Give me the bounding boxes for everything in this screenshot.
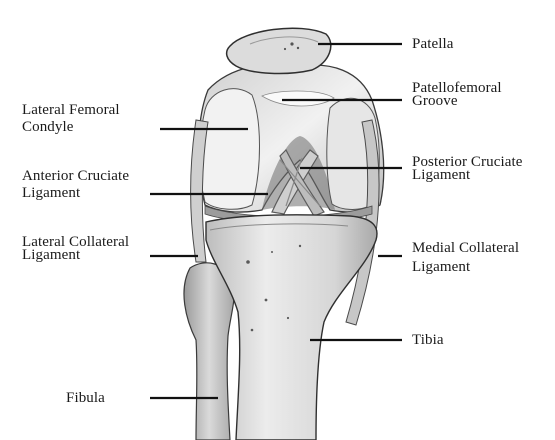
fibula — [184, 263, 234, 440]
label-tibia: Tibia — [412, 334, 444, 347]
label-posterior-cruciate-ligament: Posterior Cruciate Ligament — [412, 156, 523, 182]
label-patellofemoral-groove: Patellofemoral Groove — [412, 82, 502, 108]
lateral-femoral-condyle — [200, 89, 260, 210]
tibia — [206, 215, 377, 440]
label-lateral-collateral-ligament: Lateral Collateral Ligament — [22, 236, 129, 262]
label-anterior-cruciate-ligament: Anterior Cruciate Ligament — [22, 170, 129, 200]
label-lateral-femoral-condyle: Lateral Femoral Condyle — [22, 104, 120, 134]
patella — [227, 28, 331, 73]
label-patella: Patella — [412, 38, 454, 51]
label-fibula: Fibula — [66, 392, 105, 405]
label-medial-collateral-ligament: Medial Collateral Ligament — [412, 242, 519, 274]
